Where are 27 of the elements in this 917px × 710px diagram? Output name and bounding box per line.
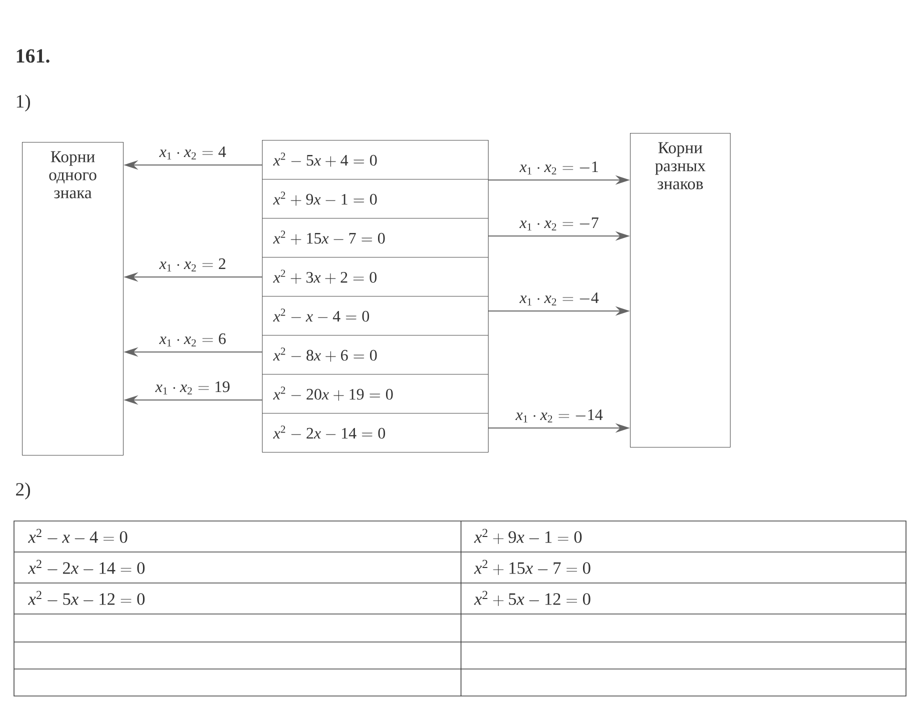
edge-label: $x_1 \cdot x_2 = 4$ xyxy=(158,145,228,161)
equation-cell: $x^2 - 20x + 19 = 0$ xyxy=(262,374,489,414)
edge-label: $x_1 \cdot x_2 = -7$ xyxy=(518,216,600,232)
equation-cell: $x^2 + 15x - 7 = 0$ xyxy=(262,218,489,258)
edge-label: $x_1 \cdot x_2 = 19$ xyxy=(154,380,232,396)
equation-cell: $x^2 + 9x - 1 = 0$ xyxy=(262,179,489,219)
edge-label: $x_1 \cdot x_2 = 6$ xyxy=(158,332,228,348)
equation-cell: $x^2 + 3x + 2 = 0$ xyxy=(262,257,489,297)
equation-cell: $x^2 - x - 4 = 0$ xyxy=(262,296,489,336)
equation-cell: $x^2 - 5x + 4 = 0$ xyxy=(262,140,489,180)
equation-cell: $x^2 - 2x - 14 = 0$ xyxy=(262,413,489,453)
table-cell: $x^2 - 2x - 14 = 0$ xyxy=(28,560,145,574)
part-label: 1) xyxy=(16,94,30,112)
table-cell: $x^2 - 5x - 12 = 0$ xyxy=(28,590,145,605)
edge-label: $x_1 \cdot x_2 = 2$ xyxy=(158,257,228,273)
table-cell: $x^2 - x - 4 = 0$ xyxy=(28,528,128,543)
table-cell: $x^2 + 5x - 12 = 0$ xyxy=(474,590,590,606)
edge-label: $x_1 \cdot x_2 = -1$ xyxy=(518,160,600,176)
table-cell: $x^2 + 15x - 7 = 0$ xyxy=(474,560,590,575)
equation-cell: $x^2 - 8x + 6 = 0$ xyxy=(262,335,489,375)
edge-label: $x_1 \cdot x_2 = -4$ xyxy=(518,291,600,307)
edge-label: $x_1 \cdot x_2 = -14$ xyxy=(514,408,604,424)
category-box: Корни разных знаков xyxy=(630,133,731,448)
exercise-number: 161. xyxy=(16,49,50,63)
category-box: Корни одного знака xyxy=(22,142,124,456)
table-cell: $x^2 + 9x - 1 = 0$ xyxy=(474,528,582,544)
part-label: 2) xyxy=(16,482,30,500)
